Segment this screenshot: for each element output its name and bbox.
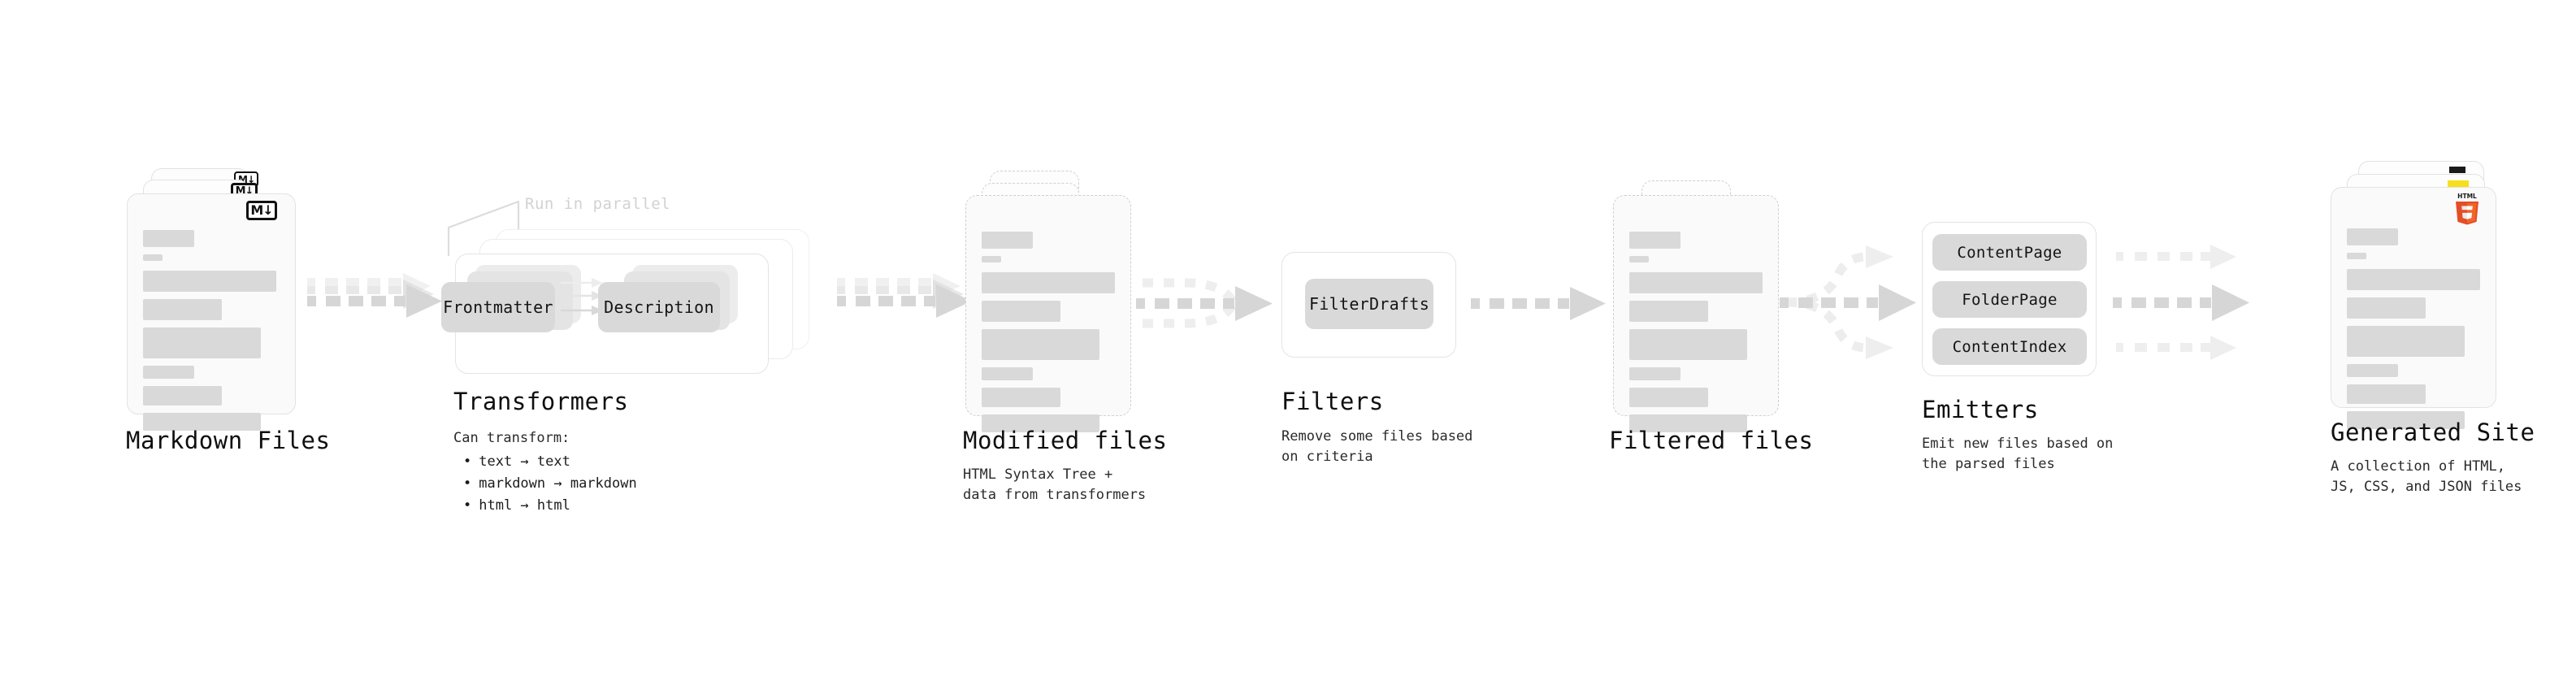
placeholder-line [982, 329, 1099, 360]
transformers-bullet-list: • text → text • markdown → markdown • ht… [463, 451, 637, 518]
placeholder-line [982, 388, 1060, 407]
bullet-dot: • [463, 453, 472, 470]
placeholder-line [1629, 232, 1680, 249]
emitter-chip-folderpage[interactable]: FolderPage [1932, 281, 2087, 318]
placeholder-line [2347, 228, 2398, 245]
placeholder-line [1629, 256, 1649, 262]
stage-generated-site: HTML Generated Site A collection of HTML… [2227, 0, 2576, 681]
transformers-bullet-1: markdown → markdown [479, 475, 637, 492]
run-in-parallel-label: Run in parallel [525, 195, 671, 213]
bullet-dot: • [463, 497, 472, 514]
stage-title-emitters: Emitters [1922, 396, 2039, 423]
placeholder-line [2347, 411, 2465, 429]
placeholder-line [143, 254, 163, 261]
stage-emitters: ContentPage FolderPage ContentIndex Emit… [1902, 0, 2243, 681]
stage-transformers: Run in parallel Frontmatter Description … [439, 0, 878, 681]
placeholder-line [982, 414, 1099, 432]
placeholder-line [143, 271, 276, 292]
markdown-card-front [127, 193, 296, 431]
filter-chip-filterdrafts[interactable]: FilterDrafts [1305, 279, 1433, 329]
modified-card-front [965, 195, 1131, 432]
placeholder-line [1629, 388, 1708, 407]
placeholder-line [1629, 272, 1763, 293]
transformer-chip-description[interactable]: Description [598, 282, 720, 332]
stage-filtered-files: Filtered files [1568, 0, 1910, 681]
markdown-logo-icon: M↓ [246, 201, 277, 220]
placeholder-line [1629, 329, 1747, 360]
placeholder-line [143, 413, 261, 431]
placeholder-line [2347, 253, 2366, 259]
stage-title-modified-files: Modified files [963, 427, 1168, 454]
placeholder-line [143, 366, 194, 379]
stage-title-transformers: Transformers [453, 388, 629, 415]
emitters-subtitle: Emit new files based on the parsed files [1922, 436, 2114, 472]
transformer-chip-frontmatter[interactable]: Frontmatter [441, 282, 555, 332]
placeholder-line [982, 256, 1001, 262]
stage-modified-files: Modified files HTML Syntax Tree + data f… [926, 0, 1284, 681]
stage-filters: FilterDrafts Filters Remove some files b… [1264, 0, 1589, 681]
placeholder-line [143, 230, 194, 247]
placeholder-line [1629, 301, 1708, 322]
placeholder-line [982, 301, 1060, 322]
generated-site-subtitle: A collection of HTML, JS, CSS, and JSON … [2331, 458, 2522, 495]
filters-subtitle: Remove some files based on criteria [1281, 428, 1473, 465]
placeholder-line [2347, 326, 2465, 357]
placeholder-line [143, 299, 222, 320]
bullet-dot: • [463, 475, 472, 492]
modified-files-subtitle: HTML Syntax Tree + data from transformer… [963, 466, 1147, 503]
placeholder-line [143, 386, 222, 406]
placeholder-line [982, 367, 1033, 380]
emitter-chip-contentpage[interactable]: ContentPage [1932, 234, 2087, 271]
placeholder-line [2347, 384, 2426, 404]
stage-title-filtered-files: Filtered files [1609, 427, 1814, 454]
site-card-front [2331, 187, 2496, 429]
stage-title-generated-site: Generated Site [2331, 419, 2535, 446]
filtered-card-front [1613, 195, 1779, 432]
placeholder-line [1629, 414, 1747, 432]
stage-markdown-files: M↓ M↓ M↓ Markdown Files [0, 0, 341, 681]
emitter-chip-contentindex[interactable]: ContentIndex [1932, 328, 2087, 365]
transformers-bullet-2: html → html [479, 497, 570, 514]
placeholder-line [1629, 367, 1680, 380]
placeholder-line [2347, 364, 2398, 377]
placeholder-line [982, 232, 1033, 249]
stage-title-filters: Filters [1281, 388, 1384, 415]
transformers-subtitle: Can transform: [453, 430, 570, 446]
transformers-bullet-0: text → text [479, 453, 570, 470]
placeholder-line [143, 327, 261, 358]
stage-title-markdown-files: Markdown Files [126, 427, 331, 454]
placeholder-line [2347, 269, 2480, 290]
placeholder-line [2347, 297, 2426, 319]
placeholder-line [982, 272, 1115, 293]
